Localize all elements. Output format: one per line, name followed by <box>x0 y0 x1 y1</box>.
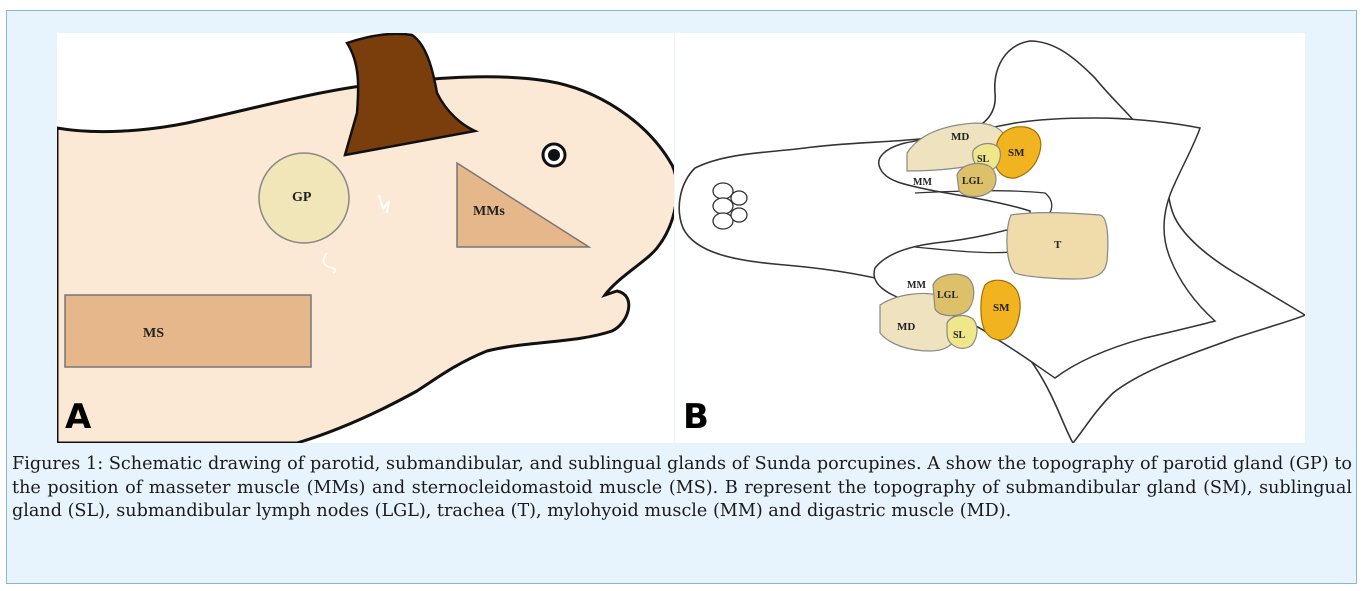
label-lgl-bottom: LGL <box>937 290 958 301</box>
label-md-top: MD <box>951 131 969 143</box>
label-lgl-top: LGL <box>962 176 983 187</box>
label-mm-bottom: MM <box>907 280 926 291</box>
panel-a-drawing: GP MMs MS <box>57 33 674 443</box>
label-md-bottom: MD <box>897 321 915 333</box>
label-sm-bottom: SM <box>993 302 1010 314</box>
label-t: T <box>1054 239 1062 251</box>
figure-box: GP MMs MS A <box>6 10 1357 584</box>
label-sm-top: SM <box>1008 147 1025 159</box>
panel-a: GP MMs MS A <box>57 33 674 443</box>
sternocleidomastoid-muscle-ms <box>65 295 311 367</box>
label-mms: MMs <box>473 204 505 219</box>
label-mm-top: MM <box>913 177 932 188</box>
panel-b: MD SM SL LGL MM T MD LGL SL SM MM B <box>675 33 1305 443</box>
label-ms: MS <box>143 326 164 341</box>
panel-b-drawing: MD SM SL LGL MM T MD LGL SL SM MM <box>675 33 1305 443</box>
figure-caption: Figures 1: Schematic drawing of parotid,… <box>12 453 1352 524</box>
panel-b-letter: B <box>683 397 709 437</box>
label-gp: GP <box>292 190 312 205</box>
panel-a-letter: A <box>65 397 91 437</box>
label-sl-bottom: SL <box>953 330 966 341</box>
